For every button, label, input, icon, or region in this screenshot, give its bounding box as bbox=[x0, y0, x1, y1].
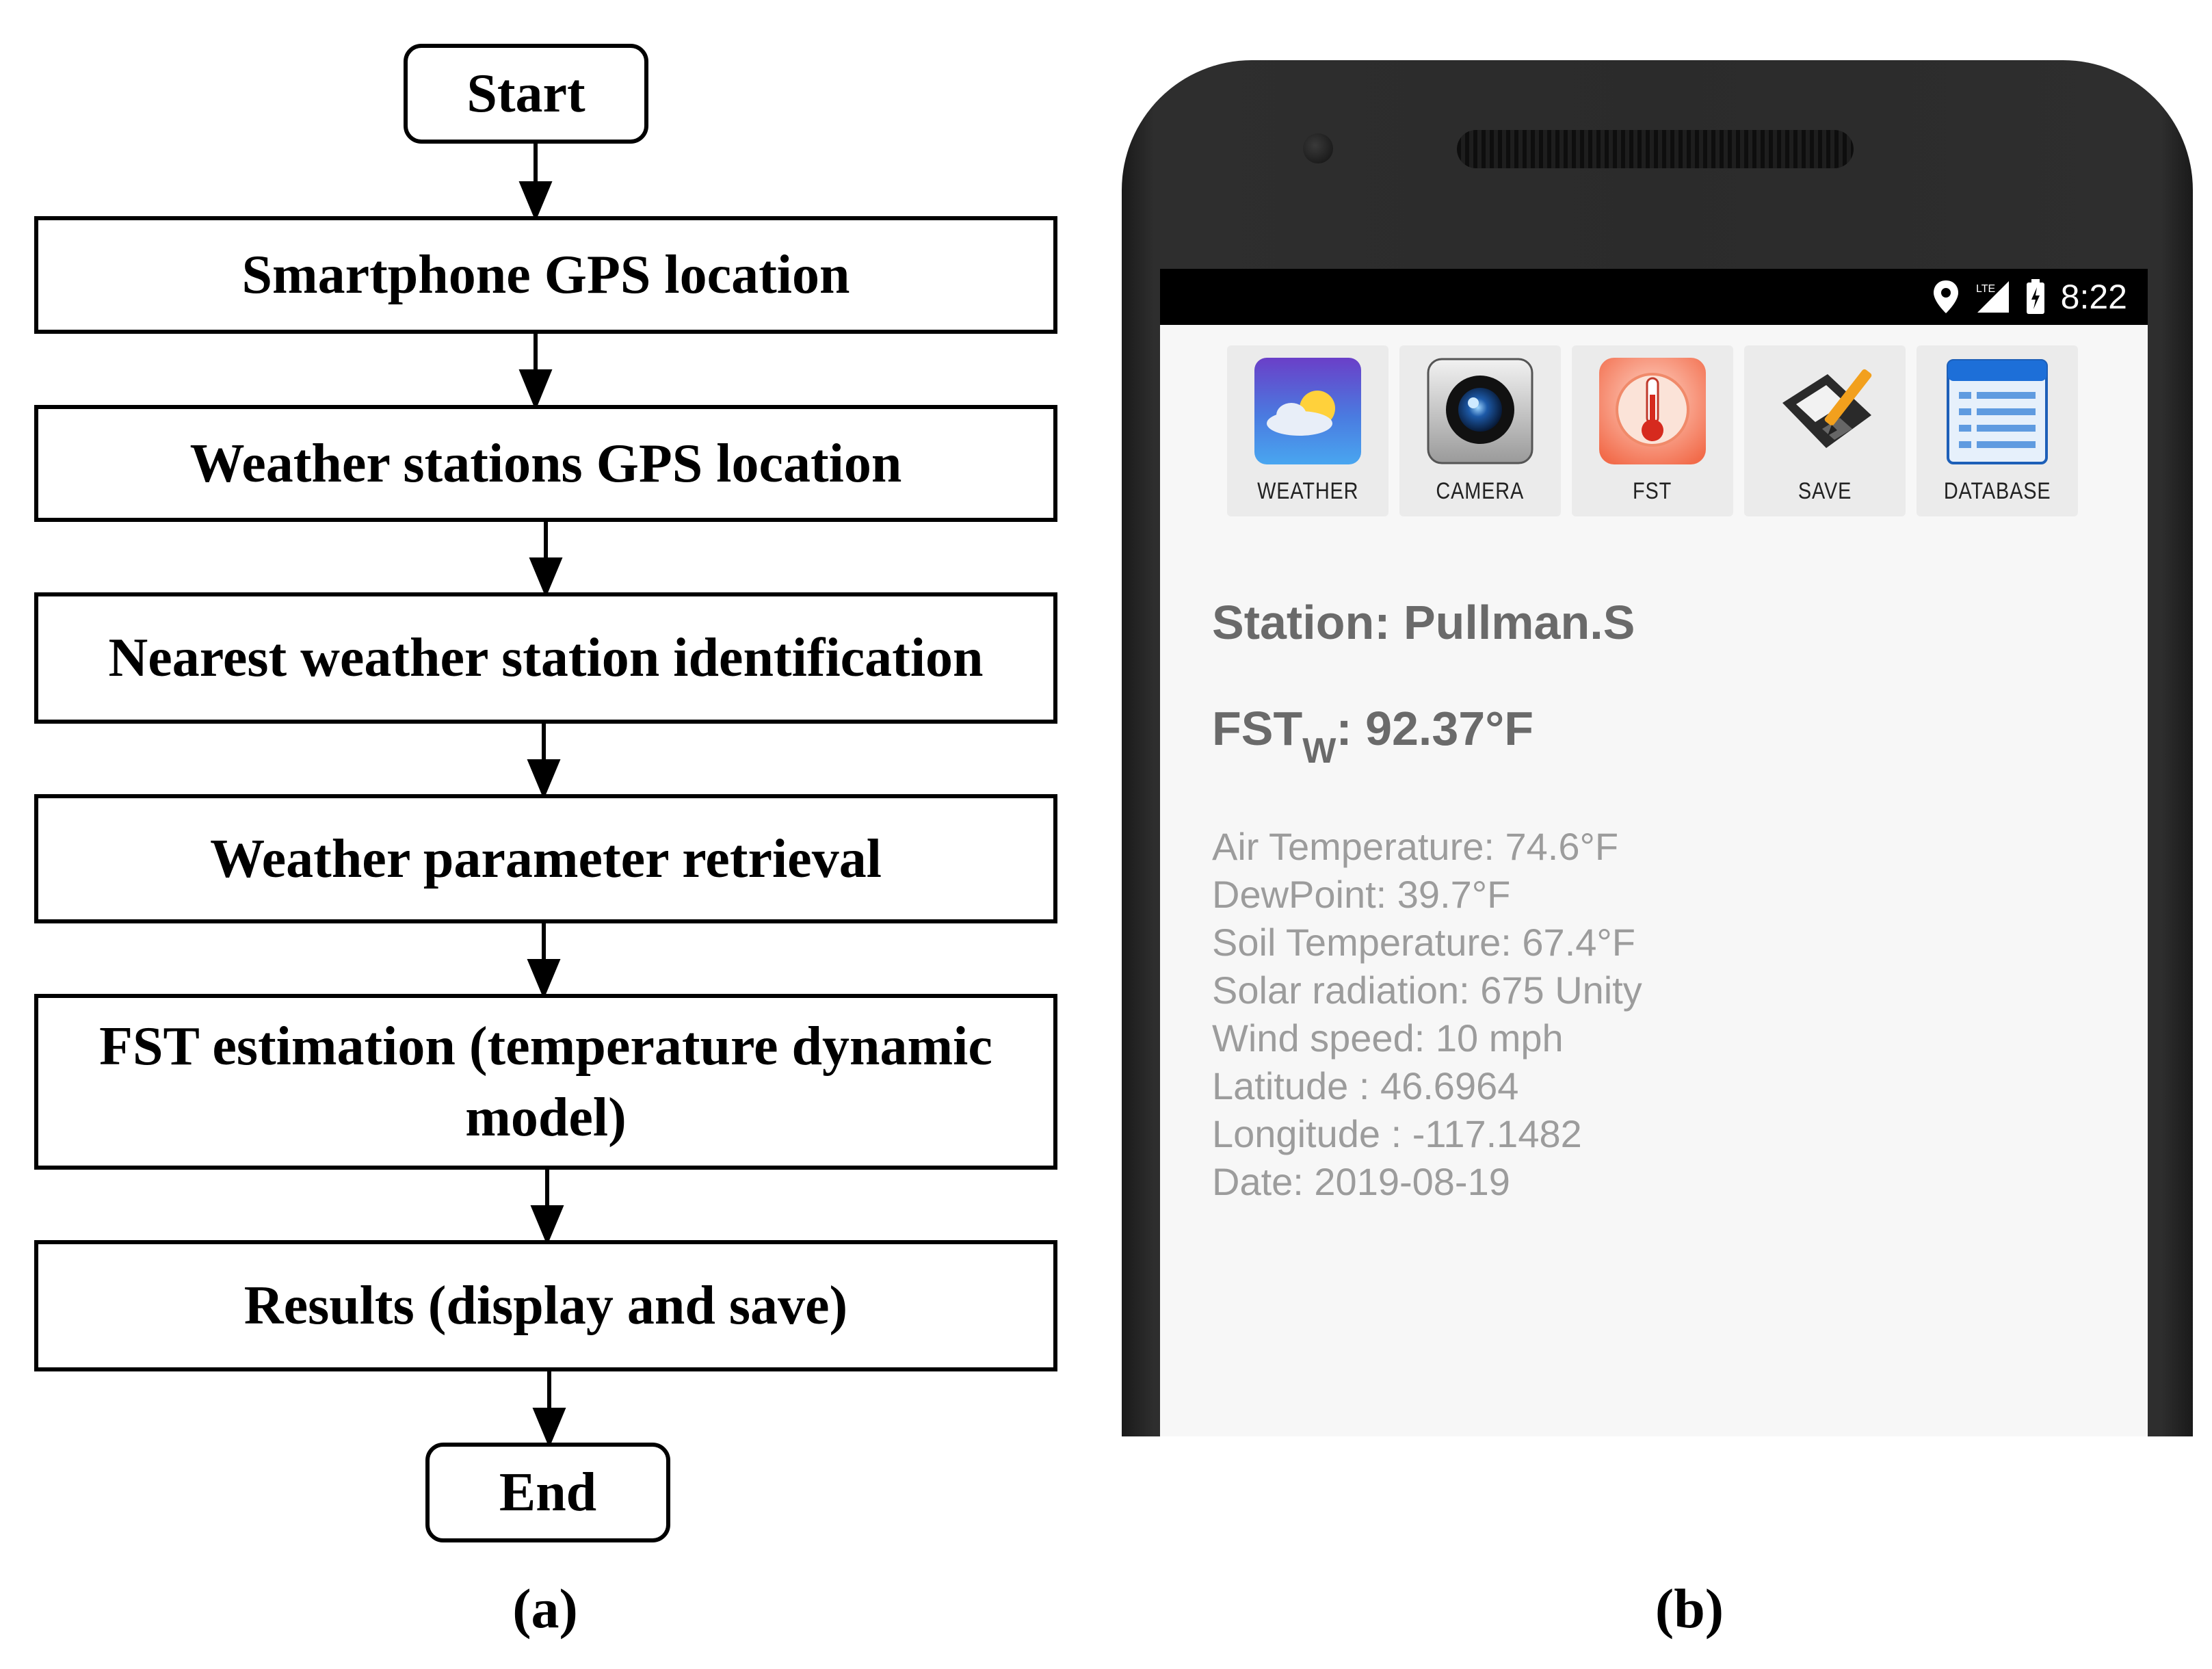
save-icon bbox=[1782, 369, 1872, 448]
flow-step-nearest-station: Nearest weather station identification bbox=[34, 592, 1057, 724]
flow-start-label: Start bbox=[466, 64, 585, 124]
thermometer-icon bbox=[1599, 358, 1706, 464]
detail-date: Date: 2019-08-19 bbox=[1212, 1160, 1510, 1203]
fst-readout: FSTW: 92.37°F bbox=[1212, 701, 1533, 772]
station-name: Station: Pullman.S bbox=[1212, 596, 1635, 649]
panel-label-b: (b) bbox=[1655, 1577, 1724, 1640]
location-icon bbox=[1933, 280, 1958, 313]
battery-icon bbox=[2026, 279, 2044, 314]
database-icon bbox=[1947, 359, 2048, 464]
fst-prefix: FST bbox=[1212, 702, 1303, 755]
detail-dewpoint: DewPoint: 39.7°F bbox=[1212, 873, 1511, 916]
detail-soil-temperature: Soil Temperature: 67.4°F bbox=[1212, 921, 1636, 964]
flow-step-parameter-retrieval: Weather parameter retrieval bbox=[34, 794, 1057, 923]
weather-details-list: Air Temperature: 74.6°F DewPoint: 39.7°F… bbox=[1212, 823, 1642, 1206]
arrow-head bbox=[532, 1408, 566, 1448]
flow-end-label: End bbox=[499, 1462, 597, 1523]
arrow-head bbox=[518, 369, 553, 410]
arrow-head bbox=[529, 557, 563, 598]
detail-latitude: Latitude : 46.6964 bbox=[1212, 1064, 1519, 1107]
arrow-group bbox=[518, 144, 566, 1448]
camera-button-label: CAMERA bbox=[1436, 478, 1525, 504]
flow-end-node: End bbox=[425, 1443, 670, 1542]
flow-step-stations-gps: Weather stations GPS location bbox=[34, 405, 1057, 522]
camera-icon bbox=[1427, 358, 1533, 464]
arrow-head bbox=[527, 759, 561, 800]
status-icons: LTE 8:22 bbox=[1932, 276, 2127, 318]
detail-air-temperature: Air Temperature: 74.6°F bbox=[1212, 825, 1619, 868]
flow-step-label: FST estimation (temperature dynamic mode… bbox=[99, 1016, 992, 1148]
flow-start-node: Start bbox=[404, 44, 648, 144]
database-button-label: DATABASE bbox=[1943, 478, 2051, 504]
svg-text:LTE: LTE bbox=[1976, 283, 1995, 295]
detail-wind-speed: Wind speed: 10 mph bbox=[1212, 1016, 1564, 1060]
fst-subscript: W bbox=[1302, 731, 1337, 771]
flow-step-fst-estimation: FST estimation (temperature dynamic mode… bbox=[34, 994, 1057, 1170]
flow-step-label: Smartphone GPS location bbox=[241, 245, 850, 305]
earpiece-speaker bbox=[1457, 130, 1854, 168]
front-camera bbox=[1303, 133, 1333, 163]
weather-icon bbox=[1254, 358, 1361, 464]
save-button-label: SAVE bbox=[1798, 478, 1852, 504]
flow-step-label: Weather stations GPS location bbox=[189, 433, 902, 494]
flow-step-label: Nearest weather station identification bbox=[108, 628, 984, 688]
camera-button[interactable]: CAMERA bbox=[1399, 345, 1561, 516]
detail-longitude: Longitude : -117.1482 bbox=[1212, 1112, 1582, 1155]
weather-button-label: WEATHER bbox=[1256, 478, 1359, 504]
arrow-head bbox=[527, 959, 561, 999]
flow-step-results: Results (display and save) bbox=[34, 1240, 1057, 1371]
status-bar: LTE 8:22 bbox=[1160, 269, 2148, 325]
detail-solar-radiation: Solar radiation: 675 Unity bbox=[1212, 969, 1642, 1012]
flow-step-label: Weather parameter retrieval bbox=[210, 828, 882, 889]
fst-value: : 92.37°F bbox=[1336, 702, 1533, 755]
weather-button[interactable]: WEATHER bbox=[1227, 345, 1388, 516]
fst-button-label: FST bbox=[1633, 478, 1672, 504]
arrow-head bbox=[518, 181, 553, 222]
phone-crop-edge bbox=[1094, 1436, 2212, 1669]
status-time: 8:22 bbox=[2060, 278, 2127, 316]
app-screen: WEATHER CAMERA bbox=[1160, 325, 2148, 1436]
flowchart-arrows bbox=[518, 144, 566, 1448]
signal-icon: LTE bbox=[1976, 281, 2009, 313]
panel-label-a: (a) bbox=[512, 1577, 578, 1640]
flow-step-smartphone-gps: Smartphone GPS location bbox=[34, 216, 1057, 334]
flow-step-label: Results (display and save) bbox=[243, 1276, 848, 1336]
save-button[interactable]: SAVE bbox=[1744, 345, 1906, 516]
fst-button[interactable]: FST bbox=[1572, 345, 1733, 516]
database-button[interactable]: DATABASE bbox=[1917, 345, 2078, 516]
arrow-head bbox=[530, 1205, 564, 1246]
